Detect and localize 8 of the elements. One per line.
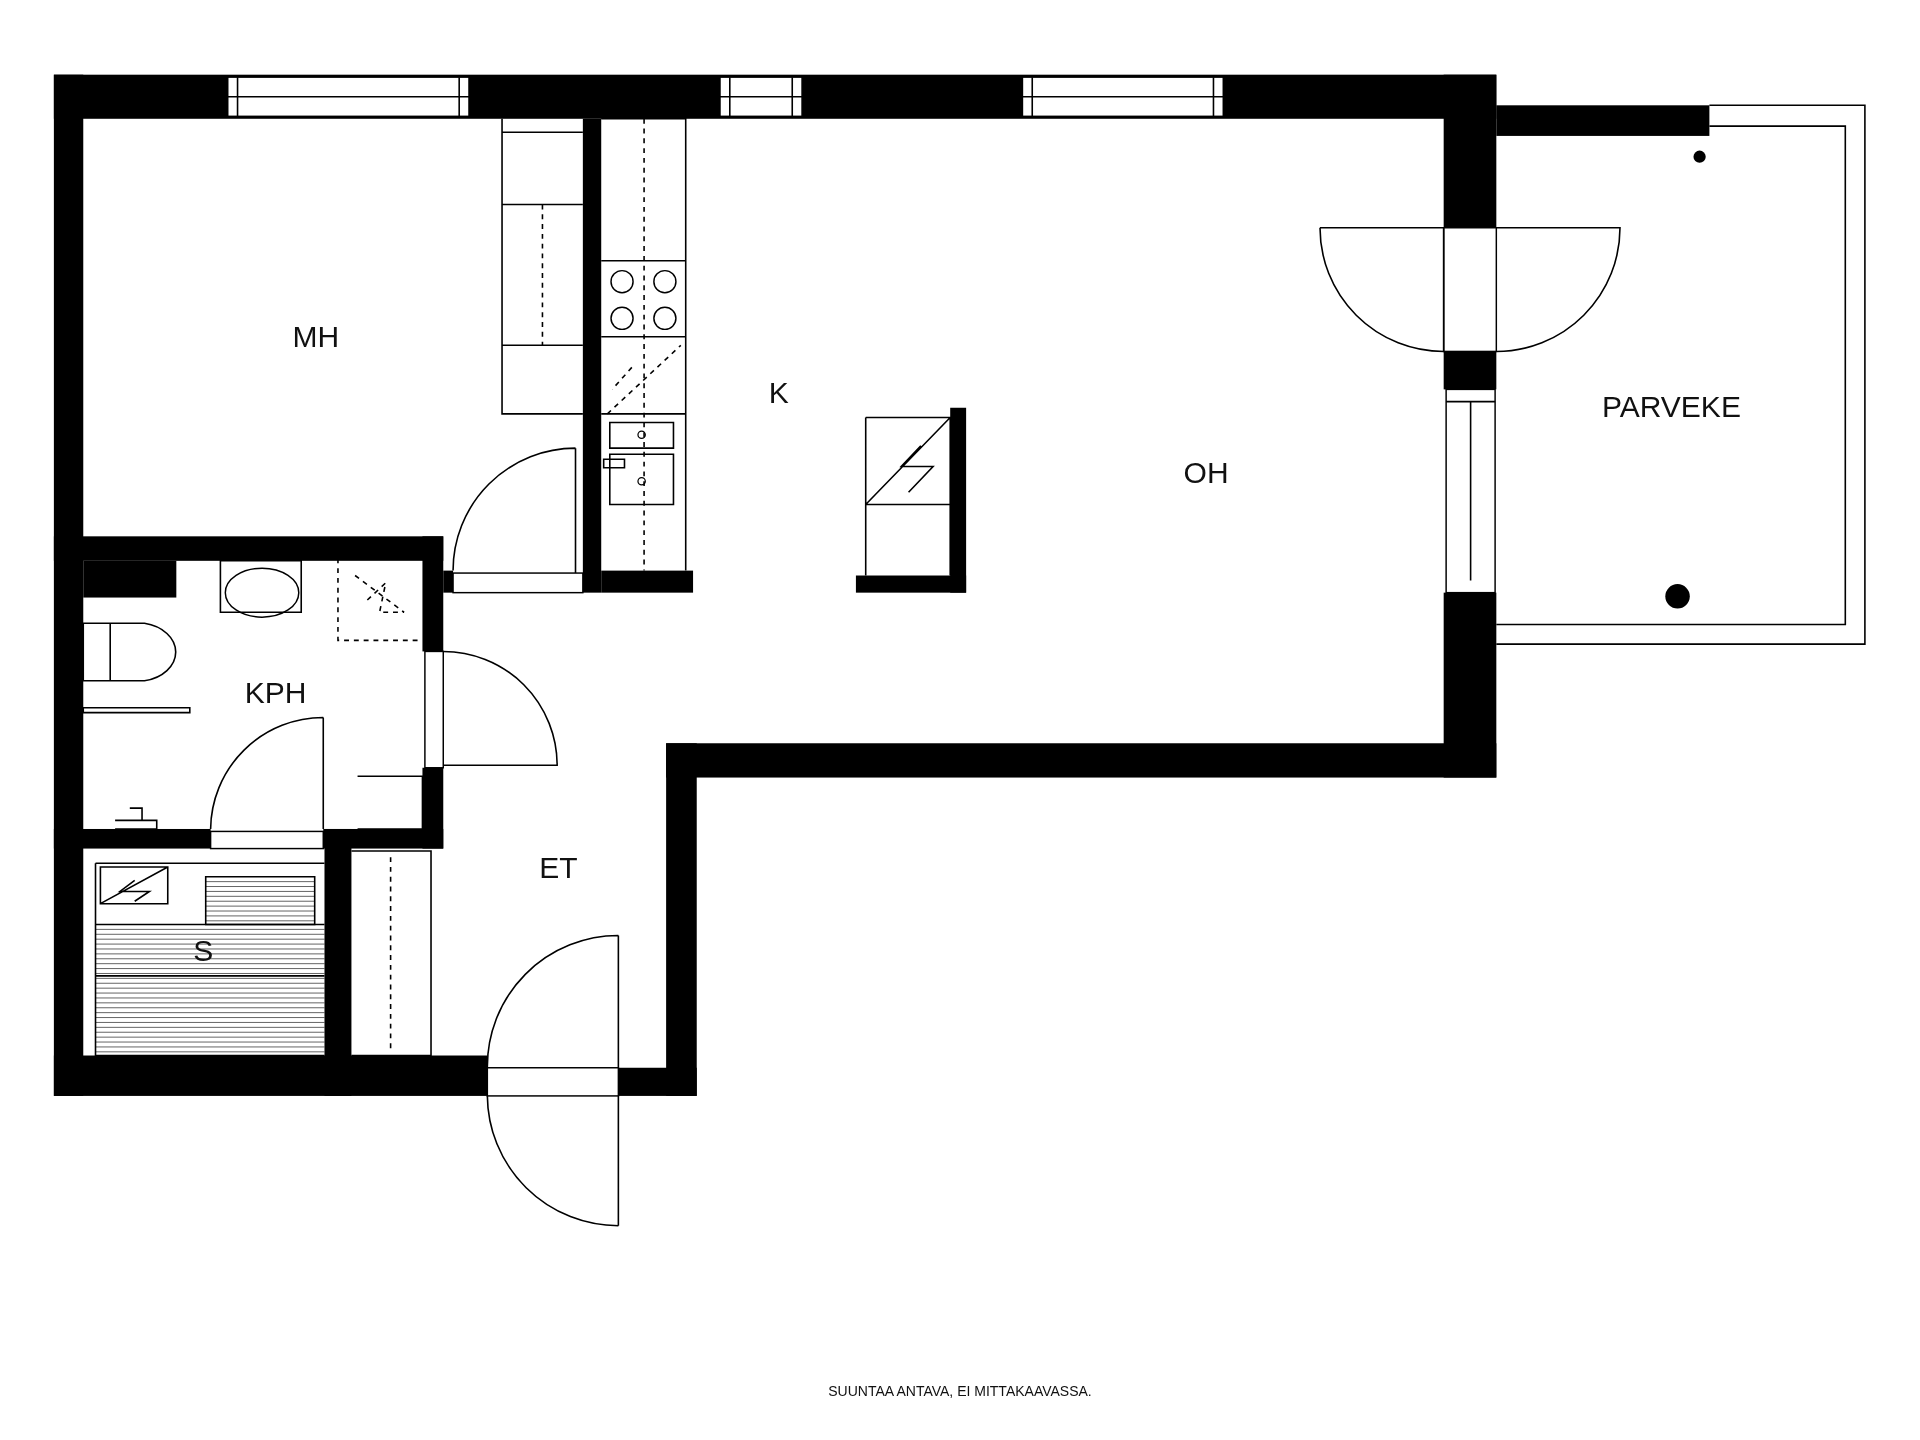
room-label: S <box>193 934 214 969</box>
room-label: ET <box>539 851 578 886</box>
room-label: KPH <box>244 676 307 711</box>
room-label: MH <box>292 319 340 354</box>
room-label: PARVEKE <box>1601 389 1741 424</box>
room-label: K <box>768 376 789 411</box>
caption: SUUNTAA ANTAVA, EI MITTAKAAVASSA. <box>828 1383 1092 1399</box>
room-label: OH <box>1183 455 1229 490</box>
